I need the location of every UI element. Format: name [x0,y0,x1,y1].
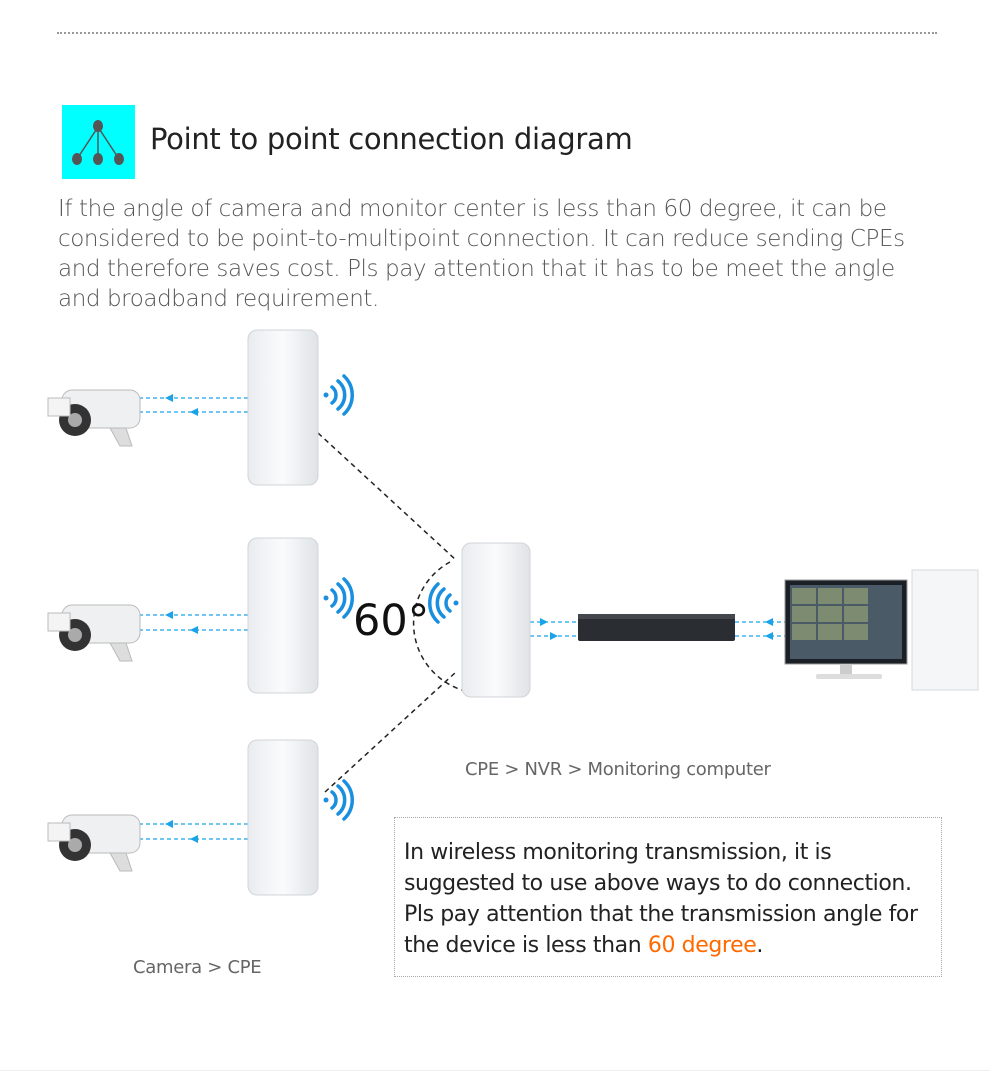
caption-left: Camera > CPE [133,957,262,978]
link-lines [317,432,463,793]
cpe-device [247,739,319,896]
wifi-signal-icon [323,577,354,619]
note-box: In wireless monitoring transmission, it … [394,817,942,977]
note-text: In wireless monitoring transmission, it … [404,840,918,958]
cpe-device [247,537,319,694]
camera-icon [47,604,141,662]
network-topology-icon [62,105,135,179]
intro-paragraph: If the angle of camera and monitor cente… [58,196,905,312]
page-title: Point to point connection diagram [150,122,633,156]
nvr-device [578,614,735,641]
camera-icon [47,814,141,872]
wifi-signal-icon [323,374,354,416]
divider [0,1070,990,1071]
monitoring-computer-icon [784,569,979,691]
wifi-signal-icon [323,779,354,821]
camera-icon [47,389,141,447]
angle-label: 60° [353,596,430,646]
wifi-signal-icon [428,582,459,624]
note-end: . [756,933,763,958]
caption-right: CPE > NVR > Monitoring computer [465,759,771,780]
cpe-device [461,542,531,698]
note-highlight: 60 degree [647,933,757,958]
cpe-device [247,329,319,486]
divider [57,32,937,34]
